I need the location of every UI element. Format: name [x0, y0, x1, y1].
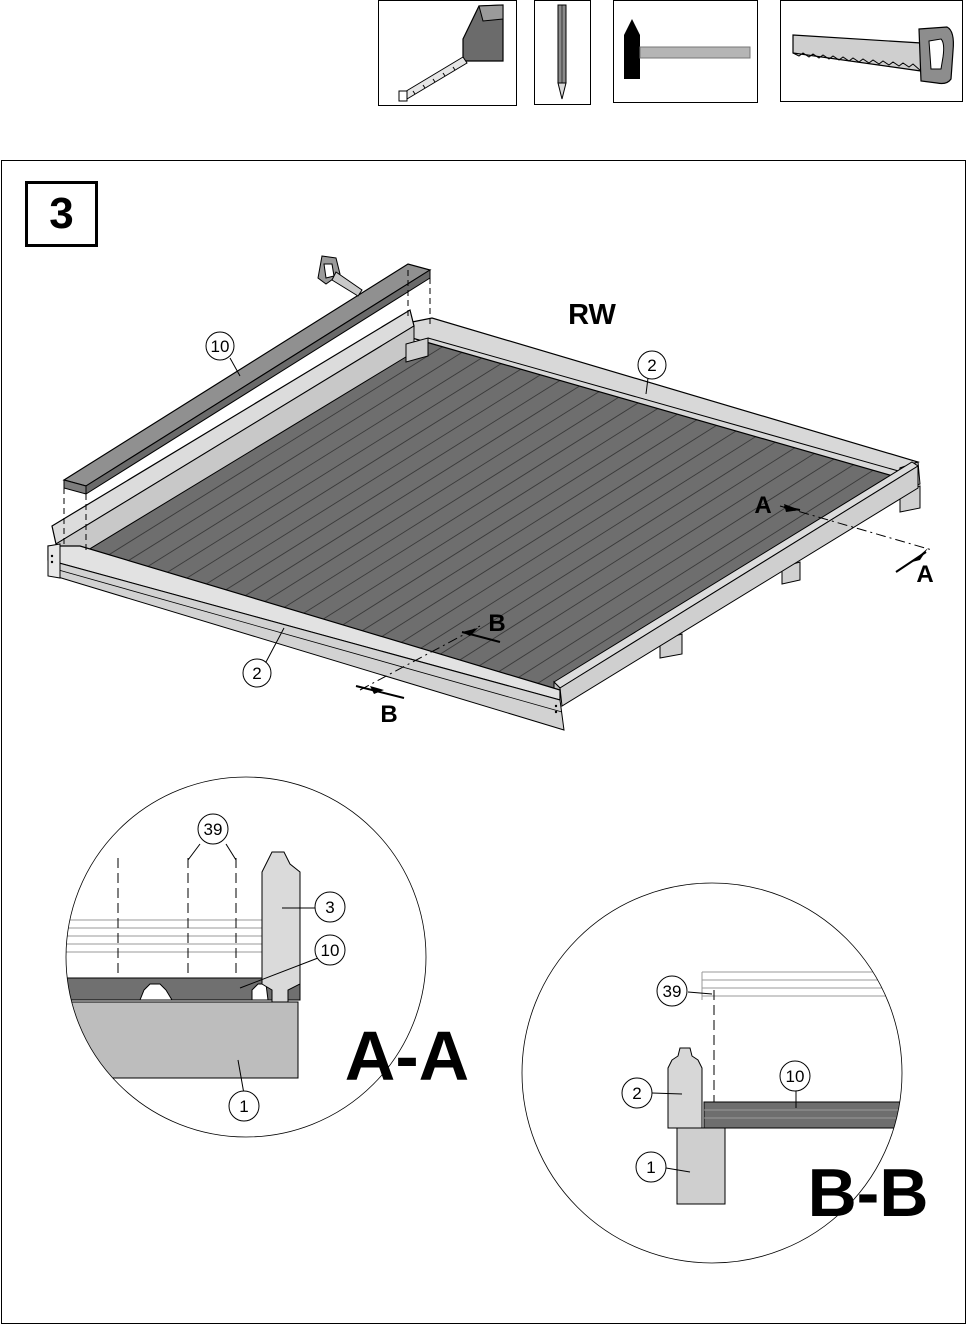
aa-post-3: [262, 852, 300, 1002]
aa-callout-10: 10: [321, 941, 340, 960]
section-mark-b-upper: B: [488, 610, 505, 637]
bb-callout-2: 2: [632, 1084, 641, 1103]
aa-callout-39: 39: [204, 820, 223, 839]
callout-part-10: 10: [211, 337, 230, 356]
callout-part-2-front: 2: [252, 664, 261, 683]
aa-callout-3: 3: [325, 898, 334, 917]
bb-joist-1: [677, 1128, 725, 1204]
section-mark-b-lower: B: [380, 701, 397, 728]
section-mark-a-upper: A: [754, 492, 771, 519]
side-label: RW: [568, 299, 616, 331]
callout-part-2-top: 2: [647, 356, 656, 375]
bb-callout-10: 10: [786, 1067, 805, 1086]
aa-callout-1: 1: [239, 1097, 248, 1116]
floor-assembly: [48, 256, 932, 730]
aa-beam-1: [60, 1002, 298, 1078]
bb-callout-39: 39: [663, 982, 682, 1001]
section-mark-a-lower: A: [916, 561, 933, 588]
bb-floorboard-10: [704, 1102, 900, 1128]
bb-callout-1: 1: [646, 1158, 655, 1177]
bb-sill-2: [668, 1048, 702, 1128]
bb-title: B-B: [808, 1155, 929, 1231]
hand-icon: [318, 256, 362, 296]
aa-title: A-A: [345, 1017, 469, 1095]
